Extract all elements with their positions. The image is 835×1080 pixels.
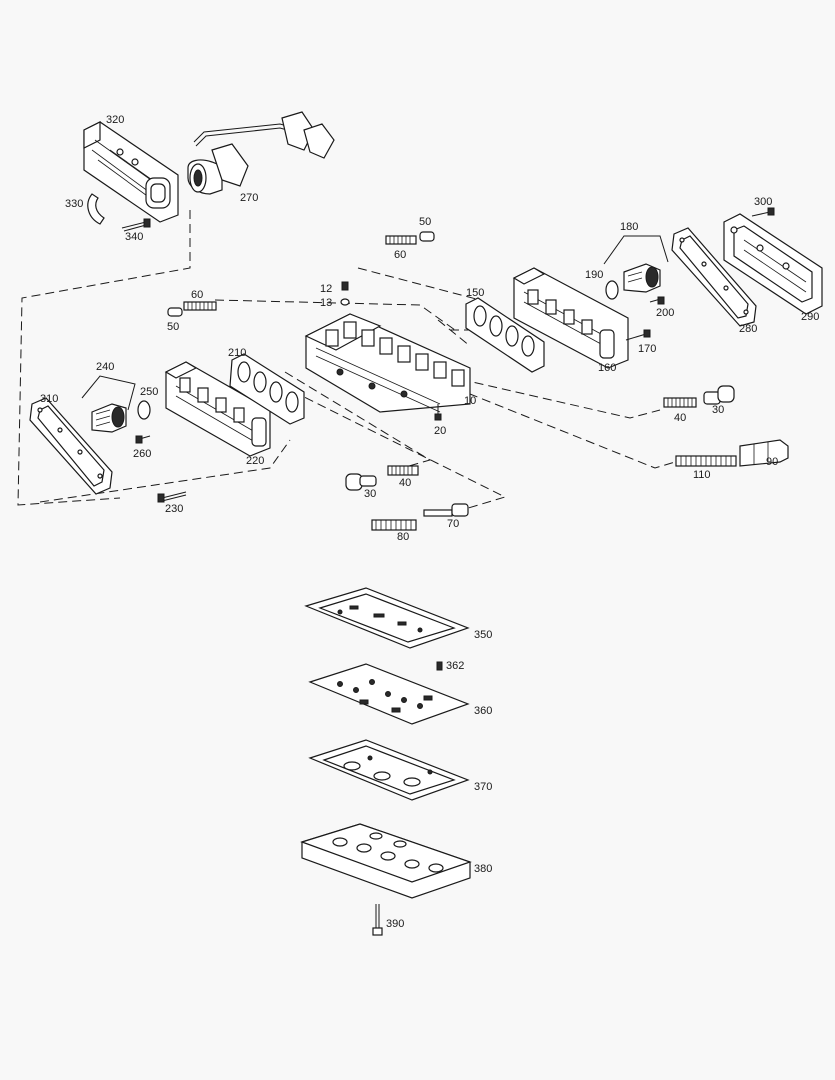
label-110: 110 [693, 469, 711, 481]
part-160-valve-body [512, 267, 629, 369]
part-70-valve-spool [423, 503, 469, 517]
label-150: 150 [466, 287, 484, 299]
label-40-lower: 40 [399, 477, 411, 489]
label-280: 280 [739, 323, 757, 335]
label-12: 12 [320, 283, 332, 295]
part-180-solenoid [603, 235, 669, 293]
label-270: 270 [240, 192, 258, 204]
part-150-gasket [465, 297, 545, 373]
part-labels: 320 330 340 270 50 60 180 300 12 13 60 5… [40, 114, 819, 930]
part-290-cover-plate [723, 213, 823, 315]
label-250: 250 [140, 386, 158, 398]
part-310-gasket [29, 397, 113, 495]
part-30-plug-lower [345, 473, 377, 491]
part-20-screw [434, 404, 442, 421]
label-340: 340 [125, 231, 143, 243]
part-210-gasket [229, 353, 305, 425]
label-30-right: 30 [712, 404, 724, 416]
part-250-ring [137, 400, 151, 420]
part-240-solenoid [81, 375, 136, 433]
label-310: 310 [40, 393, 58, 405]
part-362-pin [436, 661, 443, 671]
assembly-lines [17, 210, 676, 513]
label-30-lower: 30 [364, 488, 376, 500]
part-12-valve [341, 281, 349, 291]
label-220: 220 [246, 455, 264, 467]
part-110-spring [675, 455, 737, 467]
label-160: 160 [598, 362, 616, 374]
label-362: 362 [446, 660, 464, 672]
part-60-spring-left [183, 301, 217, 311]
part-300-screw [751, 207, 775, 217]
part-220-valve-body [164, 361, 271, 457]
label-300: 300 [754, 196, 772, 208]
label-70: 70 [447, 518, 459, 530]
label-360: 360 [474, 705, 492, 717]
part-80-spring [371, 519, 417, 531]
part-330-clip [87, 193, 105, 225]
label-290: 290 [801, 311, 819, 323]
label-370: 370 [474, 781, 492, 793]
label-200: 200 [656, 307, 674, 319]
part-320-cover-plate [83, 121, 179, 223]
part-280-gasket [671, 227, 757, 327]
label-40-right: 40 [674, 412, 686, 424]
part-370-plate [308, 739, 470, 801]
label-50-left: 50 [167, 321, 179, 333]
part-30-plug-right [703, 385, 735, 405]
part-380-valve-plate [300, 823, 472, 899]
part-90-valve [739, 439, 789, 467]
part-360-separator-plate [308, 663, 470, 725]
part-50-plug-left [167, 307, 183, 317]
label-13: 13 [320, 297, 332, 309]
label-60-top: 60 [394, 249, 406, 261]
part-200-screw [649, 296, 665, 305]
label-210: 210 [228, 347, 246, 359]
part-190-ring [605, 280, 619, 300]
part-170-screw [625, 329, 651, 341]
part-340-screw [121, 218, 151, 232]
part-40-spring-lower [387, 465, 419, 476]
label-320: 320 [106, 114, 124, 126]
part-50-plug-top [419, 231, 435, 242]
label-190: 190 [585, 269, 603, 281]
label-260: 260 [133, 448, 151, 460]
part-40-spring-right [663, 397, 697, 408]
label-380: 380 [474, 863, 492, 875]
label-90: 90 [766, 456, 778, 468]
part-260-screw [135, 435, 151, 444]
label-50-top: 50 [419, 216, 431, 228]
label-60-left: 60 [191, 289, 203, 301]
label-10: 10 [464, 395, 476, 407]
part-10-main-housing [304, 313, 471, 413]
part-230-screw [157, 491, 187, 503]
part-390-bolt [372, 904, 383, 936]
part-60-spring-top [385, 235, 417, 245]
label-350: 350 [474, 629, 492, 641]
part-13-oring [340, 298, 350, 306]
part-270-wiring-harness [187, 111, 335, 195]
label-330: 330 [65, 198, 83, 210]
label-80: 80 [397, 531, 409, 543]
part-350-plate [304, 587, 470, 649]
label-170: 170 [638, 343, 656, 355]
label-240: 240 [96, 361, 114, 373]
label-180: 180 [620, 221, 638, 233]
label-230: 230 [165, 503, 183, 515]
label-20: 20 [434, 425, 446, 437]
label-390: 390 [386, 918, 404, 930]
